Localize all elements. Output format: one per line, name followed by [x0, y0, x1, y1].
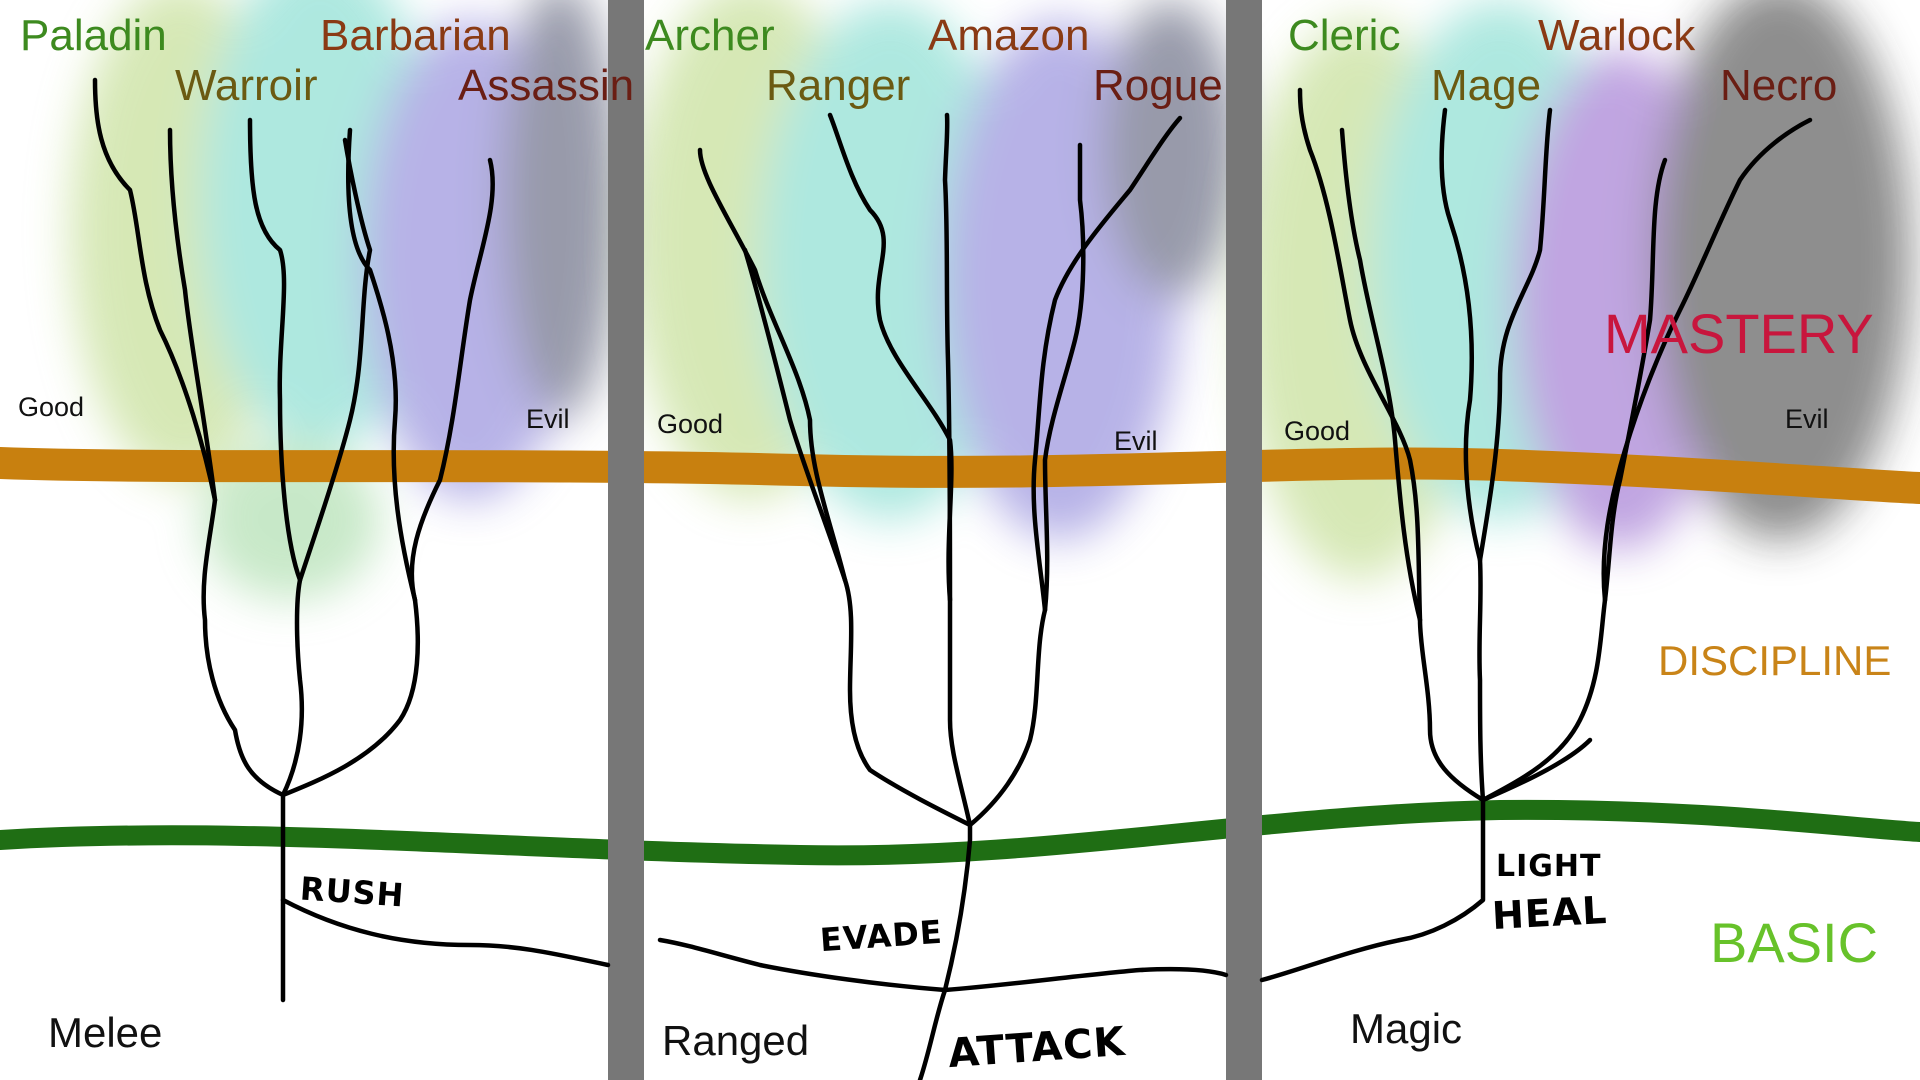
- class-label-warlock: Warlock: [1538, 11, 1696, 60]
- paint-cloud-melee: [70, 0, 620, 600]
- branch-tree-ranged: [657, 112, 1229, 1080]
- class-label-warroir: Warroir: [175, 61, 318, 110]
- skill-label-evade: EVADE: [818, 912, 944, 960]
- class-label-assassin: Assassin: [458, 61, 635, 110]
- good-label-magic: Good: [1284, 416, 1351, 446]
- branch-tree-melee: [92, 77, 611, 1003]
- good-label-melee: Good: [18, 392, 85, 422]
- class-label-ranger: Ranger: [766, 61, 911, 110]
- good-label-ranged: Good: [657, 409, 724, 439]
- column-divider: [608, 0, 644, 1080]
- class-label-barbarian: Barbarian: [320, 11, 511, 60]
- skill-label-attack: ATTACK: [946, 1018, 1127, 1078]
- category-label-magic: Magic: [1350, 1005, 1463, 1052]
- tier-label-discipline: DISCIPLINE: [1658, 637, 1892, 684]
- class-label-cleric: Cleric: [1288, 11, 1401, 60]
- class-label-amazon: Amazon: [928, 11, 1090, 60]
- basic-line: [0, 799, 1920, 866]
- class-label-paladin: Paladin: [20, 11, 167, 60]
- branch-tree-magic: [1259, 87, 1813, 983]
- class-label-rogue: Rogue: [1093, 61, 1223, 110]
- class-label-mage: Mage: [1431, 61, 1542, 110]
- class-label-archer: Archer: [645, 11, 775, 60]
- skill-label-light: LIGHT: [1496, 849, 1602, 884]
- evil-label-ranged: Evil: [1114, 426, 1158, 456]
- paint-cloud-magic: [1240, 0, 1910, 580]
- skill-label-rush: RUSH: [298, 869, 406, 915]
- tier-label-mastery: MASTERY: [1604, 302, 1874, 365]
- category-label-ranged: Ranged: [662, 1017, 810, 1064]
- evil-label-magic: Evil: [1785, 404, 1829, 434]
- discipline-line: [0, 447, 1920, 504]
- paint-cloud-ranged: [630, 0, 1240, 540]
- class-label-necro: Necro: [1720, 61, 1838, 110]
- tier-label-basic: BASIC: [1710, 911, 1879, 974]
- column-divider: [1226, 0, 1262, 1080]
- evil-label-melee: Evil: [526, 404, 570, 434]
- skill-label-heal: HEAL: [1490, 888, 1609, 938]
- category-label-melee: Melee: [48, 1009, 163, 1056]
